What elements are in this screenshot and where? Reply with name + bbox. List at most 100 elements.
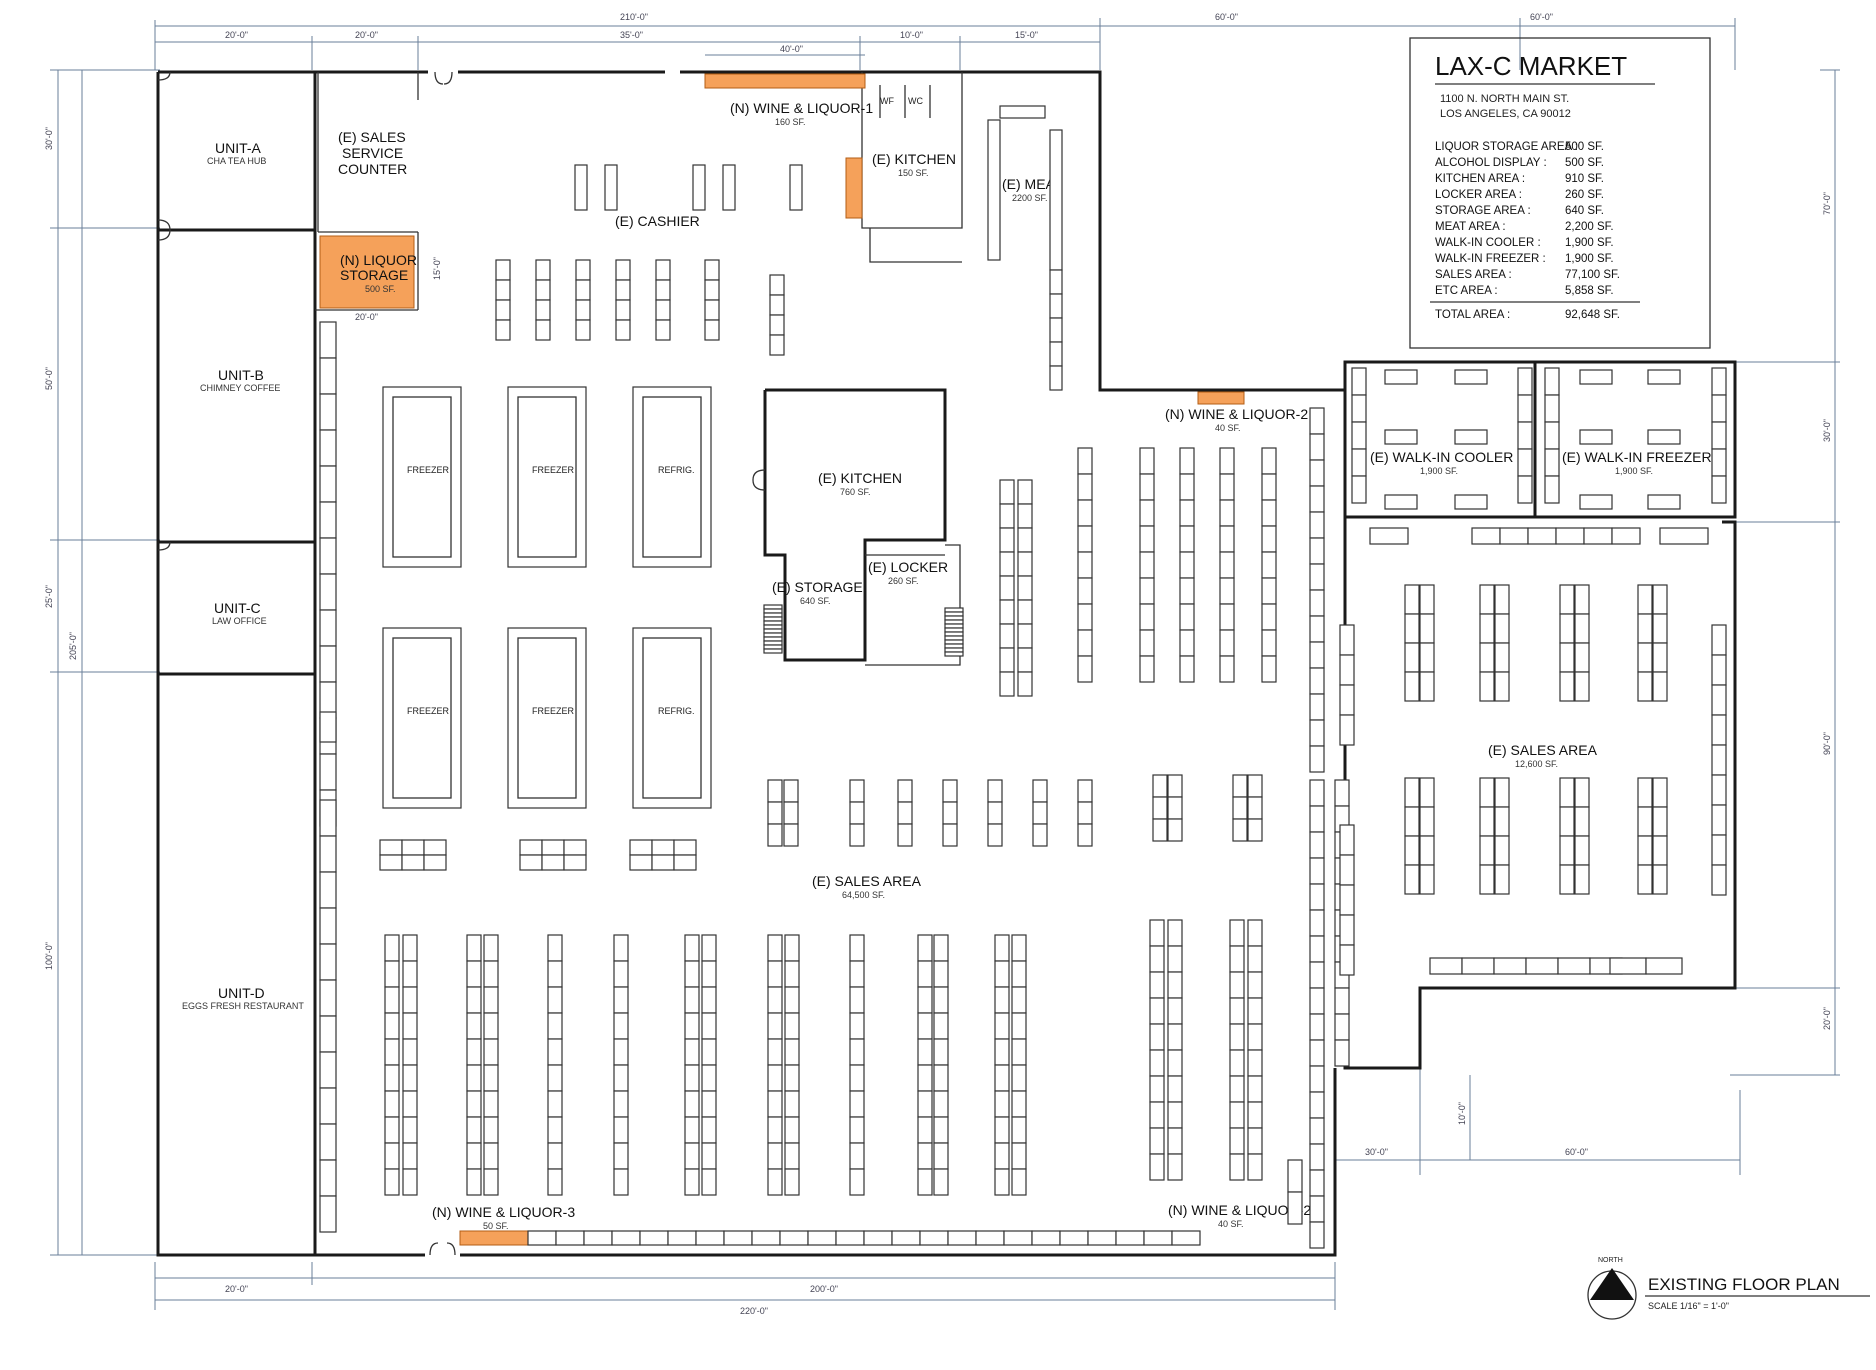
gondola [1011, 986, 1027, 1014]
gondola [1309, 563, 1325, 591]
gondola [1261, 603, 1277, 631]
gondola [1167, 1023, 1183, 1051]
wine-shelf [947, 1230, 977, 1246]
gondola [701, 1038, 717, 1066]
gondola [1309, 1143, 1325, 1171]
gondola [1419, 671, 1435, 702]
wine-shelf [919, 1230, 949, 1246]
gondola [1419, 642, 1435, 673]
gondola [613, 1012, 629, 1040]
floor-display [651, 839, 675, 856]
gondola [1404, 613, 1420, 644]
gondola [384, 1116, 400, 1144]
gondola [483, 1116, 499, 1144]
gondola [1309, 693, 1325, 721]
gondola [684, 960, 700, 988]
dim-notch: 10'-0" [1457, 1102, 1467, 1125]
gondola [784, 1038, 800, 1066]
dim-bottom-overall: 220'-0" [740, 1306, 768, 1316]
kitchen-mid-area: 760 SF. [840, 487, 871, 497]
gondola [994, 1012, 1010, 1040]
wall-shelf [1339, 884, 1355, 916]
storage-label: (E) STORAGE [772, 579, 863, 595]
wall-shelf [319, 1195, 337, 1233]
gondola [1419, 835, 1435, 866]
gondola [1247, 1101, 1263, 1129]
gondola [1149, 997, 1165, 1025]
wine-shelf [779, 1230, 809, 1246]
gondola [547, 960, 563, 988]
address-line-2: LOS ANGELES, CA 90012 [1440, 108, 1571, 120]
gondola [1017, 599, 1033, 625]
gondola [684, 1038, 700, 1066]
cooler-bin [1579, 429, 1613, 445]
freezer-shelf [1711, 421, 1727, 450]
gondola [1309, 909, 1325, 937]
gondola [1139, 551, 1155, 579]
gondola [402, 1142, 418, 1170]
gondola [1652, 642, 1668, 673]
gondola [1479, 777, 1495, 808]
gondola [1261, 473, 1277, 501]
gondola [384, 960, 400, 988]
gondola [1139, 629, 1155, 657]
gondola [547, 1064, 563, 1092]
dim-top-3: 35'-0" [620, 30, 643, 40]
wall-shelf [319, 835, 337, 873]
dim-top-6: 60'-0" [1215, 12, 1238, 22]
gondola [933, 960, 949, 988]
gondola [1309, 831, 1325, 859]
address-line-1: 1100 N. NORTH MAIN ST. [1440, 93, 1569, 105]
gondola [1309, 805, 1325, 833]
gondola [1309, 433, 1325, 461]
gondola [1167, 796, 1183, 820]
gondola [1179, 655, 1195, 683]
gondola [466, 1116, 482, 1144]
gondola [1559, 642, 1575, 673]
wine-liquor-2-bottom-area: 40 SF. [1218, 1219, 1244, 1229]
floor-display [401, 839, 425, 856]
display-rack [655, 319, 671, 341]
gondola [849, 986, 865, 1014]
gondola [767, 1142, 783, 1170]
wine-shelf [1171, 1230, 1201, 1246]
gondola [1219, 629, 1235, 657]
gondola [1652, 864, 1668, 895]
gondola [384, 1038, 400, 1066]
gondola [1247, 1153, 1263, 1181]
freezer-shelf [1544, 421, 1560, 450]
gondola [933, 986, 949, 1014]
gondola [384, 1142, 400, 1170]
wine-shelf [1059, 1230, 1089, 1246]
gondola [1309, 1117, 1325, 1145]
gondola [1309, 485, 1325, 513]
wine-liquor-3-fill [459, 1230, 529, 1246]
gondola [613, 1038, 629, 1066]
area-label-alcohol-display: ALCOHOL DISPLAY : [1435, 157, 1547, 169]
gondola [701, 1090, 717, 1118]
wall-shelf [1711, 774, 1727, 806]
gondola [1404, 584, 1420, 615]
gondola [1494, 584, 1510, 615]
wall-shelf [1339, 714, 1355, 746]
gondola [384, 1012, 400, 1040]
kitchen-top-area: 150 SF. [898, 168, 929, 178]
wine-shelf [863, 1230, 893, 1246]
walkin-freezer-label: (E) WALK-IN FREEZER [1562, 449, 1712, 465]
sales-right-label: (E) SALES AREA [1488, 742, 1598, 758]
area-label-sales: SALES AREA : [1435, 269, 1512, 281]
gondola [917, 1090, 933, 1118]
gondola [849, 1142, 865, 1170]
gondola [784, 1064, 800, 1092]
area-value-walkin-freezer: 1,900 SF. [1565, 253, 1614, 265]
gondola [466, 1064, 482, 1092]
dimension-labels: 20'-0" 20'-0" 35'-0" 10'-0" 15'-0" 210'-… [44, 12, 1832, 1316]
new-liquor-areas [319, 73, 1245, 1246]
cashier-label: (E) CASHIER [615, 213, 700, 229]
floor-display [519, 854, 543, 871]
gondola [942, 801, 958, 825]
display-case [1493, 957, 1527, 975]
gondola [1017, 623, 1033, 649]
gondola [933, 1038, 949, 1066]
gondola [1179, 473, 1195, 501]
